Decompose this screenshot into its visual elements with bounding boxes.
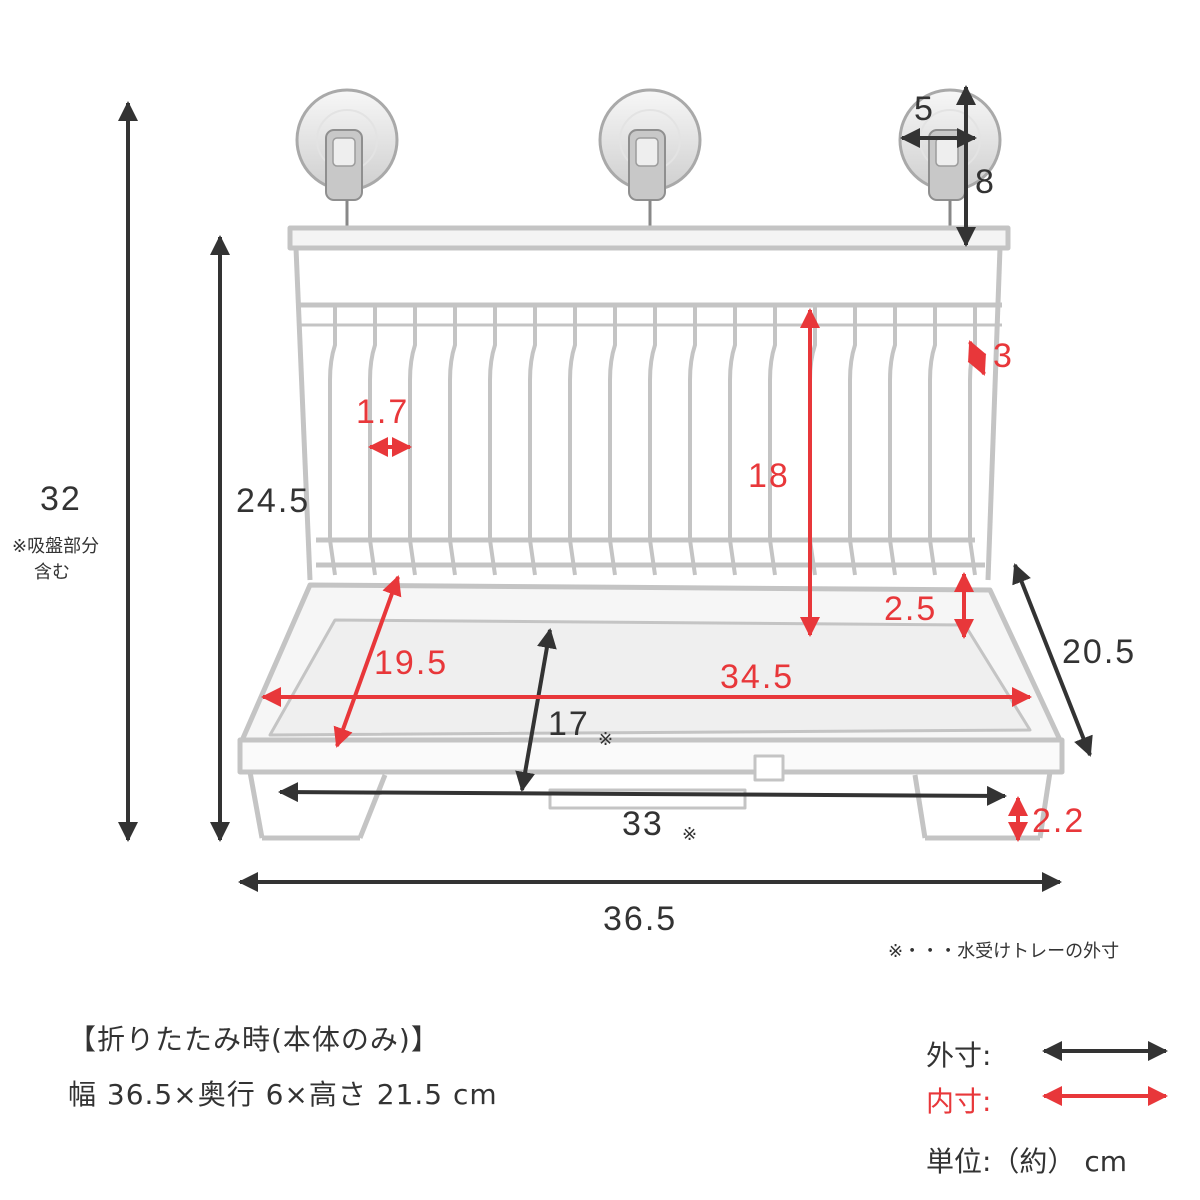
suction-cup-left [295, 88, 399, 232]
label-inner-width: 34.5 [720, 658, 794, 696]
rack-wire [448, 305, 457, 576]
legend-inner-arrow [1042, 1086, 1168, 1106]
rack-wire [568, 305, 577, 576]
rack-wire [528, 305, 537, 576]
label-total-width: 36.5 [603, 900, 677, 938]
rack-wire [848, 305, 857, 576]
folded-size: 幅 36.5×奥行 6×高さ 21.5 cm [68, 1078, 498, 1111]
arrow-slot-depth-top [967, 340, 987, 376]
rack-wire [768, 305, 777, 576]
arrow-inner-depth [333, 575, 402, 748]
label-suction-width: 5 [914, 90, 935, 128]
rack-wire [728, 305, 737, 576]
note-total-height-line2: 含む [34, 562, 70, 583]
label-tray-depth-inner: 2.5 [884, 590, 937, 628]
rack-wire [888, 305, 897, 576]
legend-inner-label: 内寸: [926, 1085, 992, 1118]
legend-outer-label: 外寸: [926, 1039, 992, 1072]
label-inner-height: 18 [748, 457, 790, 495]
rack-wire [368, 305, 377, 576]
outer-dimension-arrows [118, 85, 1093, 892]
rack-wire [648, 305, 657, 576]
label-tray-width: 33 [622, 805, 664, 843]
inner-dimension-arrows [261, 308, 1032, 842]
label-suction-height: 8 [975, 163, 996, 201]
folded-title: 【折りたたみ時(本体のみ)】 [68, 1023, 440, 1056]
label-foot-height: 2.2 [1032, 802, 1085, 840]
label-inner-depth: 19.5 [374, 644, 448, 682]
mark-tray-depth: ※ [598, 729, 613, 750]
note-total-height-line1: ※吸盤部分 [12, 536, 99, 557]
arrow-side-depth [1012, 563, 1093, 757]
rack-wire [928, 305, 937, 576]
label-side-depth: 20.5 [1062, 633, 1136, 671]
label-slot-depth-top: 3 [993, 337, 1014, 375]
rack-wire [608, 305, 617, 576]
rack-wire [408, 305, 417, 576]
drain-tray [237, 582, 1065, 841]
suction-cup-middle [598, 88, 702, 232]
legend-outer-arrow [1042, 1041, 1168, 1061]
arrow-tray-width [278, 782, 1007, 806]
rack-wire [488, 305, 497, 576]
mark-tray-width: ※ [682, 824, 697, 845]
label-rack-height: 24.5 [236, 482, 310, 520]
arrow-tray-depth [515, 628, 557, 792]
rack-wire [688, 305, 697, 576]
rack-wires [328, 305, 977, 576]
label-slot-gap: 1.7 [356, 393, 409, 431]
label-tray-depth: 17 [548, 705, 590, 743]
tray-note: ※・・・水受けトレーの外寸 [888, 941, 1119, 962]
rack-wire [328, 305, 337, 576]
legend-unit: 単位:（約） cm [926, 1145, 1128, 1178]
label-total-height: 32 [40, 480, 82, 518]
